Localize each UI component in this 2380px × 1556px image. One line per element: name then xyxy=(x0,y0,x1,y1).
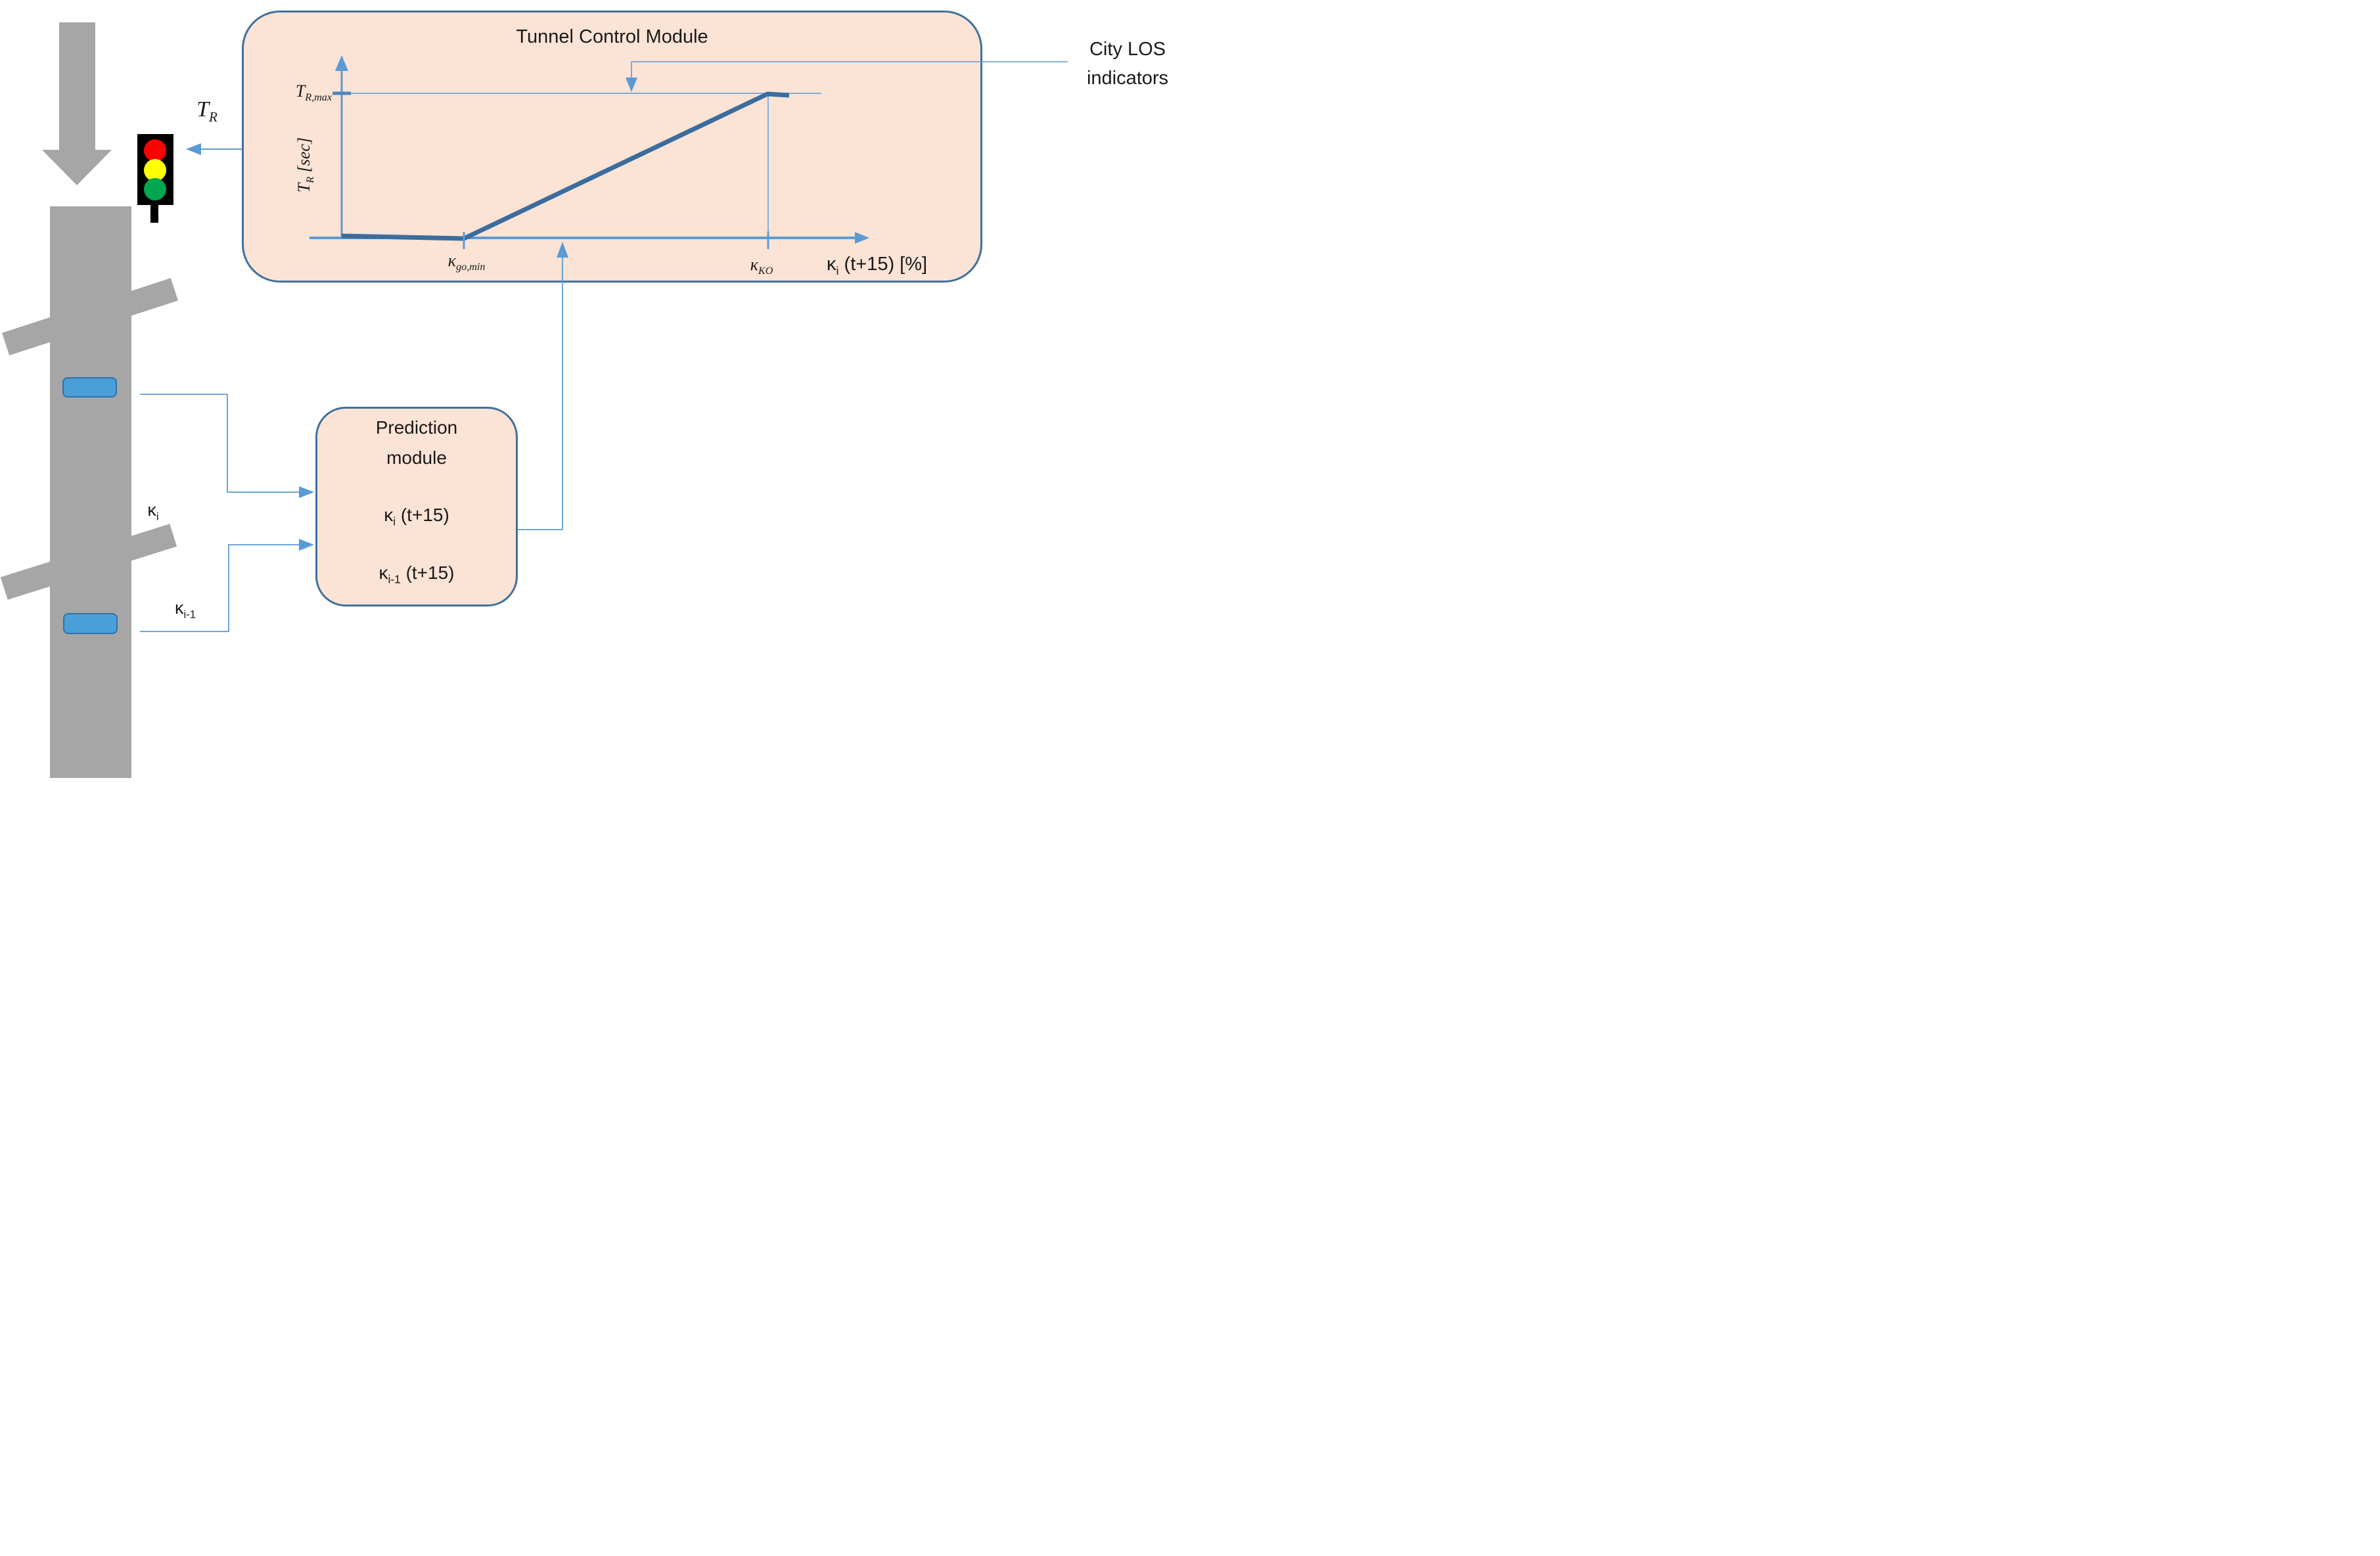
red-time-label: TR xyxy=(196,97,217,125)
detector-i-1-arrowhead-icon xyxy=(299,539,314,551)
loop-detector-i xyxy=(62,377,117,398)
tunnel-module-title: Tunnel Control Module xyxy=(516,26,708,47)
city-los-line2: indicators xyxy=(1086,68,1169,89)
detector-i-1-label: κi-1 xyxy=(174,598,196,621)
traffic-light-green-lamp xyxy=(144,178,166,200)
diagram-canvas: Tunnel Control Module TR,max TR [sec] κg… xyxy=(0,0,1190,778)
traffic-light-icon xyxy=(137,134,173,205)
y-axis-arrowhead-icon xyxy=(335,55,348,71)
y-axis-label: TR [sec] xyxy=(294,137,317,193)
detector-i-connector xyxy=(140,394,304,493)
trmax-label: TR,max xyxy=(295,81,332,104)
x-axis-label: κi (t+15) [%] xyxy=(827,254,928,277)
red-time-arrowhead-icon xyxy=(186,143,201,155)
traffic-light-yellow-lamp xyxy=(144,159,166,181)
x-axis-arrowhead-icon xyxy=(855,232,869,244)
loop-detector-i-1 xyxy=(63,613,118,634)
city-los-label: City LOS indicators xyxy=(1068,35,1187,93)
main-road xyxy=(50,206,131,778)
prediction-module-box xyxy=(315,407,518,606)
detector-i-1-connector xyxy=(140,544,304,632)
control-curve xyxy=(341,91,790,241)
prediction-output-arrowhead-icon xyxy=(557,242,568,258)
prediction-title-line1: Prediction xyxy=(375,417,458,438)
traffic-light-red-lamp xyxy=(144,139,166,162)
prediction-output2-label: κi-1 (t+15) xyxy=(378,562,455,586)
city-los-line1: City LOS xyxy=(1089,39,1166,60)
detector-i-label: κi xyxy=(147,500,159,523)
city-los-connector xyxy=(631,61,1068,80)
prediction-output1-label: κi (t+15) xyxy=(384,505,449,528)
kgomin-label: κgo,min xyxy=(447,251,486,273)
traffic-light-pole xyxy=(150,205,158,223)
connector-layer xyxy=(140,55,1068,632)
prediction-title-line2: module xyxy=(386,447,447,468)
detector-i-arrowhead-icon xyxy=(299,486,314,498)
prediction-output-connector xyxy=(518,258,563,530)
city-los-arrowhead-icon xyxy=(626,78,637,92)
kko-label: κKO xyxy=(750,255,773,277)
